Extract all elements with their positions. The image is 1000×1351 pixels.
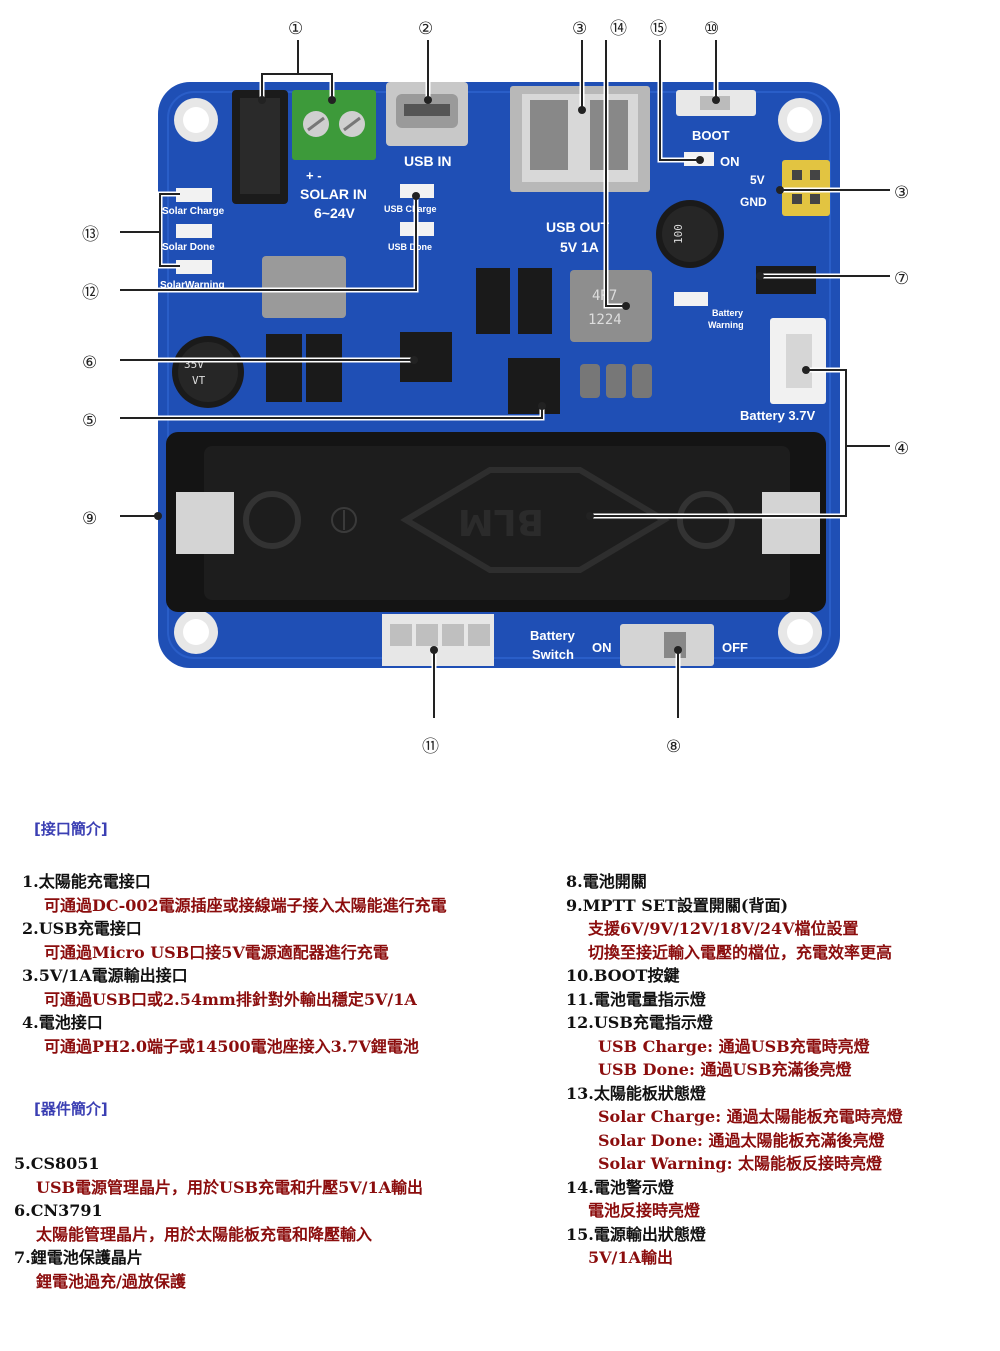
item-10-title: 10.BOOT按鍵	[566, 966, 680, 985]
circled-minus-icon	[331, 507, 357, 533]
solar-charge-label: Solar Charge	[162, 206, 225, 217]
item-15-desc: 5V/1A輸出	[588, 1248, 673, 1267]
leader-lines-dark	[120, 40, 890, 718]
callout-10: ⑩	[704, 19, 719, 39]
callout-13: ⑬	[82, 225, 99, 245]
callout-8: ⑧	[666, 737, 681, 757]
item-3-desc: 可通過USB口或2.54mm排針對外輸出穩定5V/1A	[44, 989, 417, 1009]
mounting-holes	[174, 98, 822, 654]
item-4-desc: 可通過PH2.0端子或14500電池座接入3.7V鋰電池	[44, 1036, 419, 1056]
callout-5: ⑤	[82, 411, 97, 431]
item-6-title: 6.CN3791	[14, 1201, 103, 1220]
item-15-title: 15.電源輸出狀態燈	[566, 1224, 706, 1244]
solar-range-label: 6~24V	[314, 205, 356, 221]
inductor-text-2: 1224	[588, 312, 622, 328]
item-13-title: 13.太陽能板狀態燈	[566, 1083, 706, 1103]
solar-warning-label: SolarWarning	[160, 280, 225, 291]
solar-terminal-block	[292, 90, 376, 160]
item-2-desc: 可通過Micro USB口接5V電源適配器進行充電	[44, 942, 389, 962]
usb-a-port	[510, 86, 650, 192]
interfaces-section-title: [接口簡介]	[34, 820, 108, 838]
item-1-title: 1.太陽能充電接口	[22, 872, 151, 891]
capacitor-left: 35V VT	[172, 336, 244, 408]
item-11-title: 11.電池電量指示燈	[566, 989, 706, 1009]
battery-switch-label-2: Switch	[532, 647, 574, 662]
solar-in-label: SOLAR IN	[300, 186, 367, 202]
usb-in-label: USB IN	[404, 153, 451, 169]
item-9-desc-2: 切換至接近輸入電壓的檔位，充電效率更高	[588, 942, 893, 962]
usb-done-label: USB Done	[388, 242, 432, 252]
item-13-desc-2: Solar Done: 通過太陽能板充滿後亮燈	[598, 1130, 885, 1150]
left-column-top: 1.太陽能充電接口 可通過DC-002電源插座或接線端子接入太陽能進行充電 2.…	[22, 870, 447, 1058]
micro-usb-port	[386, 82, 468, 146]
item-5-desc: USB電源管理晶片，用於USB充電和升壓5V/1A輸出	[36, 1177, 424, 1197]
chip-cs8051	[508, 358, 560, 414]
item-9-title: 9.MPTT SET設置開關(背面)	[566, 895, 789, 915]
boot-label: BOOT	[692, 128, 730, 143]
callout-11: ⑪	[422, 737, 439, 757]
callout-15: ⑮	[650, 19, 667, 39]
leader-dots	[154, 96, 810, 654]
protection-chip	[756, 266, 816, 294]
battery-level-leds	[382, 614, 494, 666]
item-4-title: 4.電池接口	[22, 1013, 103, 1032]
callout-2: ②	[418, 19, 433, 39]
callouts: ① ② ③ ⑭ ⑮ ⑩ ③ ⑦ ④ ⑬ ⑫ ⑥ ⑤ ⑨ ⑪ ⑧	[82, 19, 909, 757]
item-13-desc-1: Solar Charge: 通過太陽能板充電時亮燈	[598, 1107, 903, 1126]
battery-switch-label-1: Battery	[530, 628, 576, 643]
battery-37-label: Battery 3.7V	[740, 408, 815, 423]
callout-4: ④	[894, 439, 909, 459]
callout-1: ①	[288, 19, 303, 39]
battery-warning-label-2: Warning	[708, 320, 744, 330]
solar-done-label: Solar Done	[162, 242, 215, 253]
battery-holder: BLM	[166, 432, 826, 612]
item-9-desc-1: 支援6V/9V/12V/18V/24V檔位設置	[588, 919, 859, 938]
item-14-desc: 電池反接時亮燈	[588, 1201, 701, 1220]
item-1-desc: 可通過DC-002電源插座或接線端子接入太陽能進行充電	[44, 895, 447, 915]
usb-out-label: USB OUT	[546, 219, 609, 235]
callout-9: ⑨	[82, 509, 97, 529]
item-7-title: 7.鋰電池保護晶片	[14, 1248, 143, 1267]
battery-warning-label-1: Battery	[712, 308, 743, 318]
plus-minus-label: + -	[306, 168, 322, 183]
item-8-title: 8.電池開關	[566, 872, 647, 891]
callout-14: ⑭	[610, 19, 627, 39]
left-column-bottom: 5.CS8051 USB電源管理晶片，用於USB充電和升壓5V/1A輸出 6.C…	[14, 1152, 423, 1293]
switch-off-label: OFF	[722, 640, 748, 655]
board-diagram: + - SOLAR IN 6~24V USB IN USB OUT 5V 1A …	[82, 19, 909, 757]
callout-3-right: ③	[894, 183, 909, 203]
item-12-desc-2: USB Done: 通過USB充滿後亮燈	[598, 1060, 852, 1079]
switch-on-label: ON	[592, 640, 612, 655]
item-3-title: 3.5V/1A電源輸出接口	[22, 966, 188, 985]
callout-6: ⑥	[82, 353, 97, 373]
usb-out-rating: 5V 1A	[560, 239, 599, 255]
item-13-desc-3: Solar Warning: 太陽能板反接時亮燈	[598, 1154, 883, 1173]
item-12-desc-1: USB Charge: 通過USB充電時亮燈	[598, 1036, 870, 1056]
item-2-title: 2.USB充電接口	[22, 919, 142, 938]
right-column: 8.電池開關 9.MPTT SET設置開關(背面) 支援6V/9V/12V/18…	[566, 870, 903, 1270]
chip-cn3791	[400, 332, 452, 382]
gnd-label: GND	[740, 195, 767, 209]
usb-charge-label: USB Charge	[384, 204, 437, 214]
cap-left-text-3: VT	[192, 374, 206, 387]
item-5-title: 5.CS8051	[14, 1154, 100, 1173]
solar-leds	[176, 188, 212, 274]
callout-7: ⑦	[894, 269, 909, 289]
cap-right-text-1: 100	[672, 224, 685, 244]
devices-section-title: [器件簡介]	[34, 1100, 108, 1118]
callout-3-top: ③	[572, 19, 587, 39]
item-12-title: 12.USB充電指示燈	[566, 1013, 713, 1032]
on-label: ON	[720, 154, 740, 169]
item-14-title: 14.電池警示燈	[566, 1177, 674, 1197]
item-7-desc: 鋰電池過充/過放保護	[36, 1271, 186, 1291]
capacitor-right: 100	[656, 200, 724, 268]
holder-brand-text: BLM	[458, 501, 544, 542]
callout-12: ⑫	[82, 283, 99, 303]
5v-label: 5V	[750, 173, 765, 187]
inductor-left	[262, 256, 346, 318]
item-6-desc: 太陽能管理晶片，用於太陽能板充電和降壓輸入	[36, 1224, 373, 1244]
